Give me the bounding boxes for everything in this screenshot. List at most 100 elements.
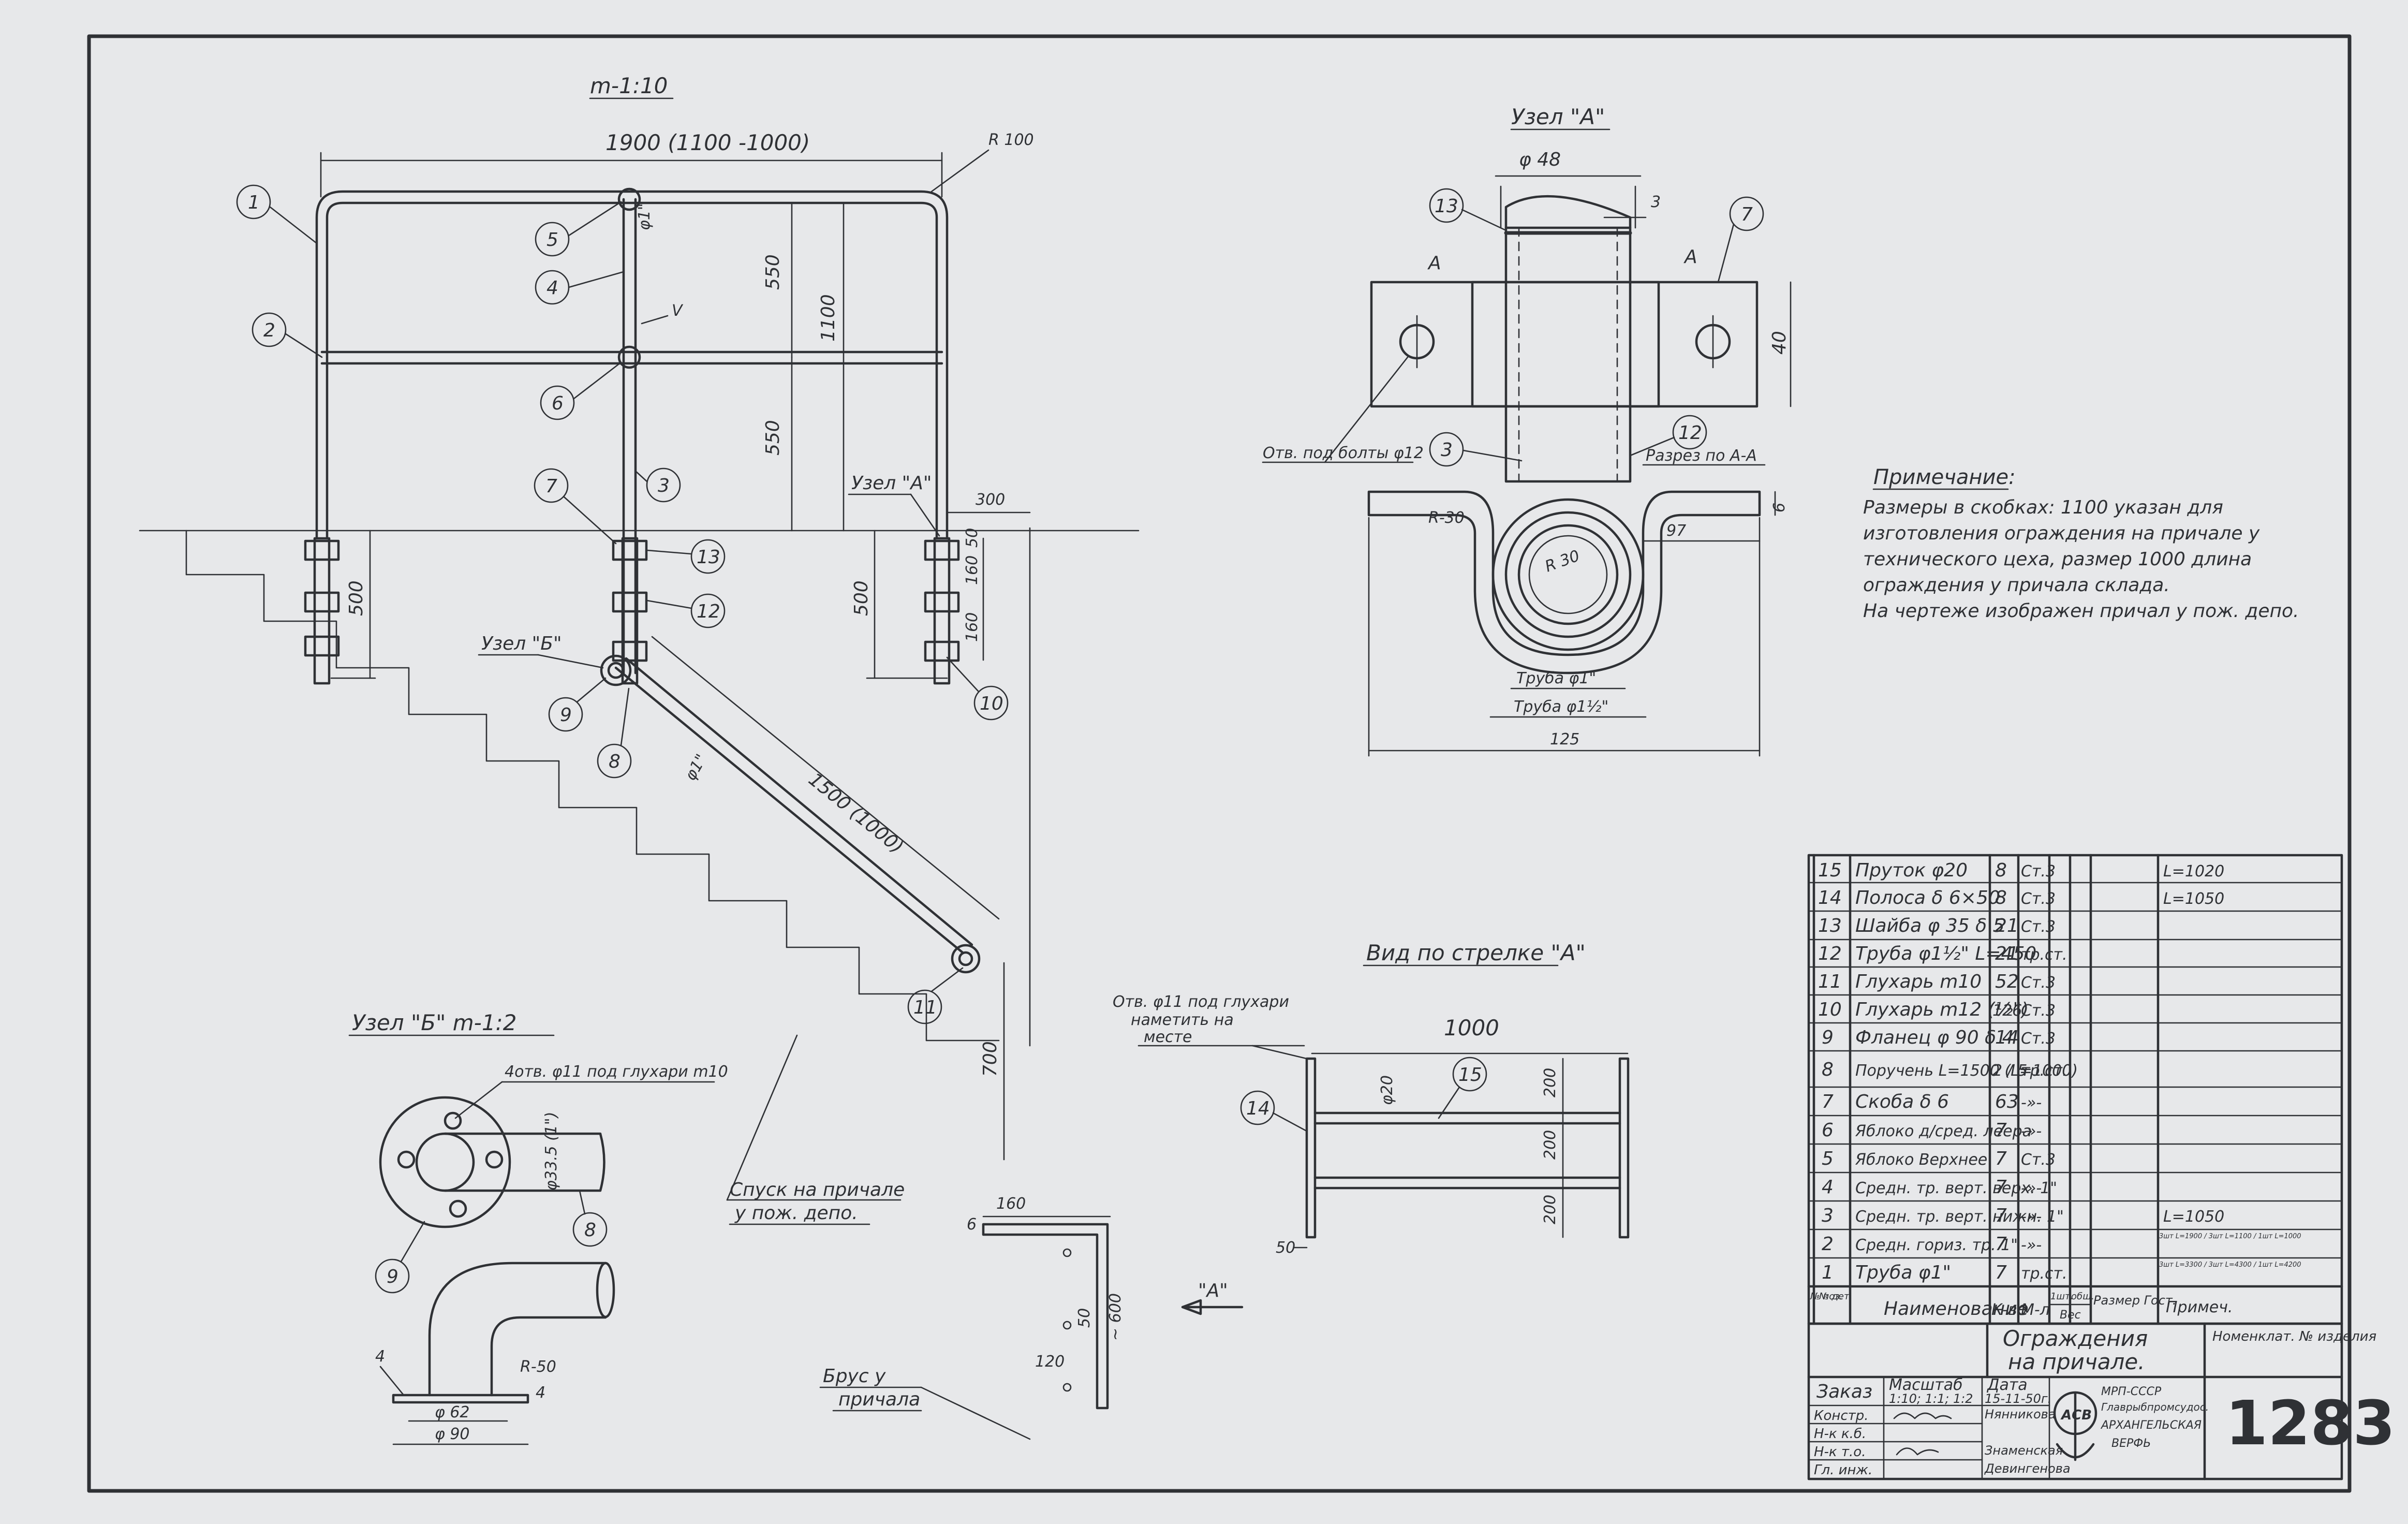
- svg-text:Скоба δ 6: Скоба δ 6: [1855, 1091, 1949, 1112]
- dim-3: 3: [1651, 193, 1661, 211]
- bom-row-2: 2 Средн. гориз. тр. 1" 7 -»- 3шт L=1900 …: [1822, 1233, 2301, 1255]
- bracket-dim-160: 160: [996, 1195, 1026, 1213]
- svg-text:Средн. тр. верт. нижн. 1": Средн. тр. верт. нижн. 1": [1855, 1208, 2064, 1226]
- svg-text:Глухарь m12 (½"): Глухарь m12 (½"): [1855, 999, 2029, 1020]
- node-a-balloon-12: 12: [1678, 422, 1702, 444]
- svg-text:Средн. гориз. тр. 1": Средн. гориз. тр. 1": [1855, 1236, 2018, 1254]
- note-title: Примечание:: [1873, 465, 2016, 489]
- node-b: Узел "Б" m-1:2 4отв. φ11 под глухари m10…: [348, 1010, 728, 1445]
- balloon-9: 9: [560, 705, 572, 726]
- view-a-d200a: 200: [1541, 1068, 1559, 1097]
- balloon-11: 11: [913, 997, 937, 1018]
- node-b-balloon-8: 8: [584, 1220, 596, 1241]
- dim-125: 125: [1550, 730, 1579, 749]
- bom-row-3: 3 Средн. тр. верт. нижн. 1" 7 -»- L=1050: [1822, 1205, 2224, 1226]
- org-3: АРХАНГЕЛЬСКАЯ: [2100, 1419, 2202, 1432]
- svg-text:3: 3: [1822, 1205, 1834, 1226]
- bom-row-8: 8 Поручень L=1500 (L=1000) 2 / 5 тр.ст.: [1822, 1059, 2078, 1080]
- svg-text:Шайба φ 35 δ 5: Шайба φ 35 δ 5: [1855, 915, 2004, 936]
- balloon-7: 7: [545, 476, 557, 497]
- role-4: Гл. инж.: [1814, 1462, 1872, 1478]
- svg-text:№ дет.: № дет.: [1819, 1291, 1852, 1302]
- dim-500-left: 500: [346, 580, 367, 616]
- balloon-8: 8: [609, 751, 621, 772]
- dim-97: 97: [1666, 522, 1686, 540]
- name-1: Нянникова: [1985, 1407, 2056, 1422]
- svg-text:7: 7: [1995, 1148, 2007, 1169]
- node-a-balloon-13: 13: [1435, 196, 1458, 217]
- bracket-note-1: Брус у: [823, 1366, 886, 1387]
- svg-text:L=1050: L=1050: [2163, 1208, 2224, 1226]
- svg-text:7: 7: [1995, 1234, 2007, 1255]
- post-left: [304, 537, 340, 685]
- bracket-dim-50: 50: [1075, 1308, 1094, 1328]
- svg-text:Труба φ1": Труба φ1": [1855, 1262, 1951, 1283]
- svg-text:3шт L=3300 / 3шт L=4300 / 1шт: 3шт L=3300 / 3шт L=4300 / 1шт L=4200: [2159, 1261, 2301, 1269]
- svg-text:2 / 5: 2 / 5: [1992, 1062, 2027, 1080]
- svg-text:10: 10: [1818, 999, 1842, 1020]
- balloon-5: 5: [546, 229, 558, 251]
- drawing-frame: [87, 34, 2352, 1493]
- svg-text:7: 7: [1995, 1177, 2007, 1198]
- bom-row-1: 1 Труба φ1" 7 тр.ст. 3шт L=3300 / 3шт L=…: [1822, 1261, 2301, 1283]
- dim-1100: 1100: [818, 294, 839, 342]
- svg-text:Ст.3: Ст.3: [2021, 890, 2056, 908]
- view-a-note-2: наметить на: [1131, 1011, 1234, 1029]
- scales-value: 1:10; 1:1; 1:2: [1889, 1391, 1973, 1406]
- node-b-d335: φ33.5 (1"): [542, 1112, 560, 1191]
- dim-160-a: 160: [963, 555, 981, 585]
- svg-text:Размер Гост.: Размер Гост.: [2093, 1293, 2177, 1308]
- note: Примечание: Размеры в скобках: 1100 указ…: [1863, 465, 2299, 622]
- note-line-3: технического цеха, размер 1000 длина: [1863, 549, 2252, 570]
- node-a-balloon-7: 7: [1741, 204, 1753, 225]
- logo-text: АСВ: [2060, 1408, 2092, 1423]
- svg-text:Ст.3: Ст.3: [2021, 1002, 2056, 1020]
- svg-text:Глухарь m10: Глухарь m10: [1855, 971, 1982, 992]
- svg-text:21: 21: [1995, 915, 2019, 936]
- svg-text:Наименование: Наименование: [1884, 1298, 2029, 1320]
- drawing-number: 1283: [2225, 1387, 2395, 1459]
- node-a-d48: φ 48: [1519, 149, 1561, 170]
- svg-text:63: 63: [1995, 1091, 2019, 1112]
- svg-text:11: 11: [1818, 971, 1842, 992]
- svg-text:7: 7: [1995, 1120, 2007, 1141]
- svg-text:тр.ст.: тр.ст.: [2021, 946, 2067, 964]
- note-line-5: На чертеже изображен причал у пож. депо.: [1863, 600, 2299, 622]
- callout-node-a: Узел "А": [851, 473, 932, 494]
- svg-text:Ст.3: Ст.3: [2021, 862, 2056, 881]
- svg-text:7: 7: [1995, 1262, 2007, 1283]
- bracket-view: 160 6 50 ~ 600 120 "А" Брус у причала: [819, 1195, 1244, 1440]
- svg-text:тр.ст.: тр.ст.: [2021, 1062, 2067, 1080]
- svg-text:Ст.3: Ст.3: [2021, 918, 2056, 936]
- view-a-note-1: Отв. φ11 под глухари: [1113, 993, 1289, 1011]
- dim-r30b: R 30: [1543, 547, 1582, 576]
- balloon-2: 2: [263, 320, 275, 341]
- dim-50: 50: [963, 528, 981, 548]
- view-a-balloon-14: 14: [1246, 1098, 1270, 1119]
- bom-row-13: 13 Шайба φ 35 δ 5 21 Ст.3: [1818, 915, 2056, 936]
- svg-text:Яблоко д/сред. леера: Яблоко д/сред. леера: [1855, 1122, 2032, 1140]
- balloon-10: 10: [980, 693, 1003, 714]
- svg-text:№ поз.: № поз.: [1810, 1291, 1843, 1302]
- tube-1: Труба φ1": [1516, 669, 1596, 687]
- svg-text:Примеч.: Примеч.: [2166, 1298, 2233, 1316]
- svg-text:общ.: общ.: [2071, 1291, 2094, 1302]
- svg-text:1: 1: [1822, 1262, 1834, 1283]
- bom-row-11: 11 Глухарь m10 52 Ст.3: [1818, 971, 2056, 992]
- bom-row-10: 10 Глухарь m12 (½") 126 Ст.3: [1818, 999, 2056, 1020]
- dim-r30: R-30: [1428, 509, 1465, 527]
- bracket-dim-120: 120: [1035, 1353, 1065, 1371]
- sloped-diam: φ1": [682, 751, 711, 784]
- node-a-title: Узел "А": [1511, 104, 1605, 129]
- date-label: Дата: [1986, 1376, 2028, 1394]
- svg-text:Вес: Вес: [2060, 1309, 2081, 1322]
- svg-text:6: 6: [1822, 1120, 1834, 1141]
- node-b-d90: φ 90: [435, 1425, 470, 1443]
- svg-text:-»-: -»-: [2021, 1122, 2042, 1140]
- node-a: Узел "А" φ 48 А А 3 40 13 7 3 12 Отв. по: [1262, 104, 1792, 757]
- svg-text:Фланец φ 90 δ 4: Фланец φ 90 δ 4: [1855, 1027, 2014, 1048]
- view-a-note-3: месте: [1144, 1028, 1192, 1046]
- node-b-r50: R-50: [520, 1358, 556, 1376]
- section-mark-a1: А: [1427, 253, 1441, 274]
